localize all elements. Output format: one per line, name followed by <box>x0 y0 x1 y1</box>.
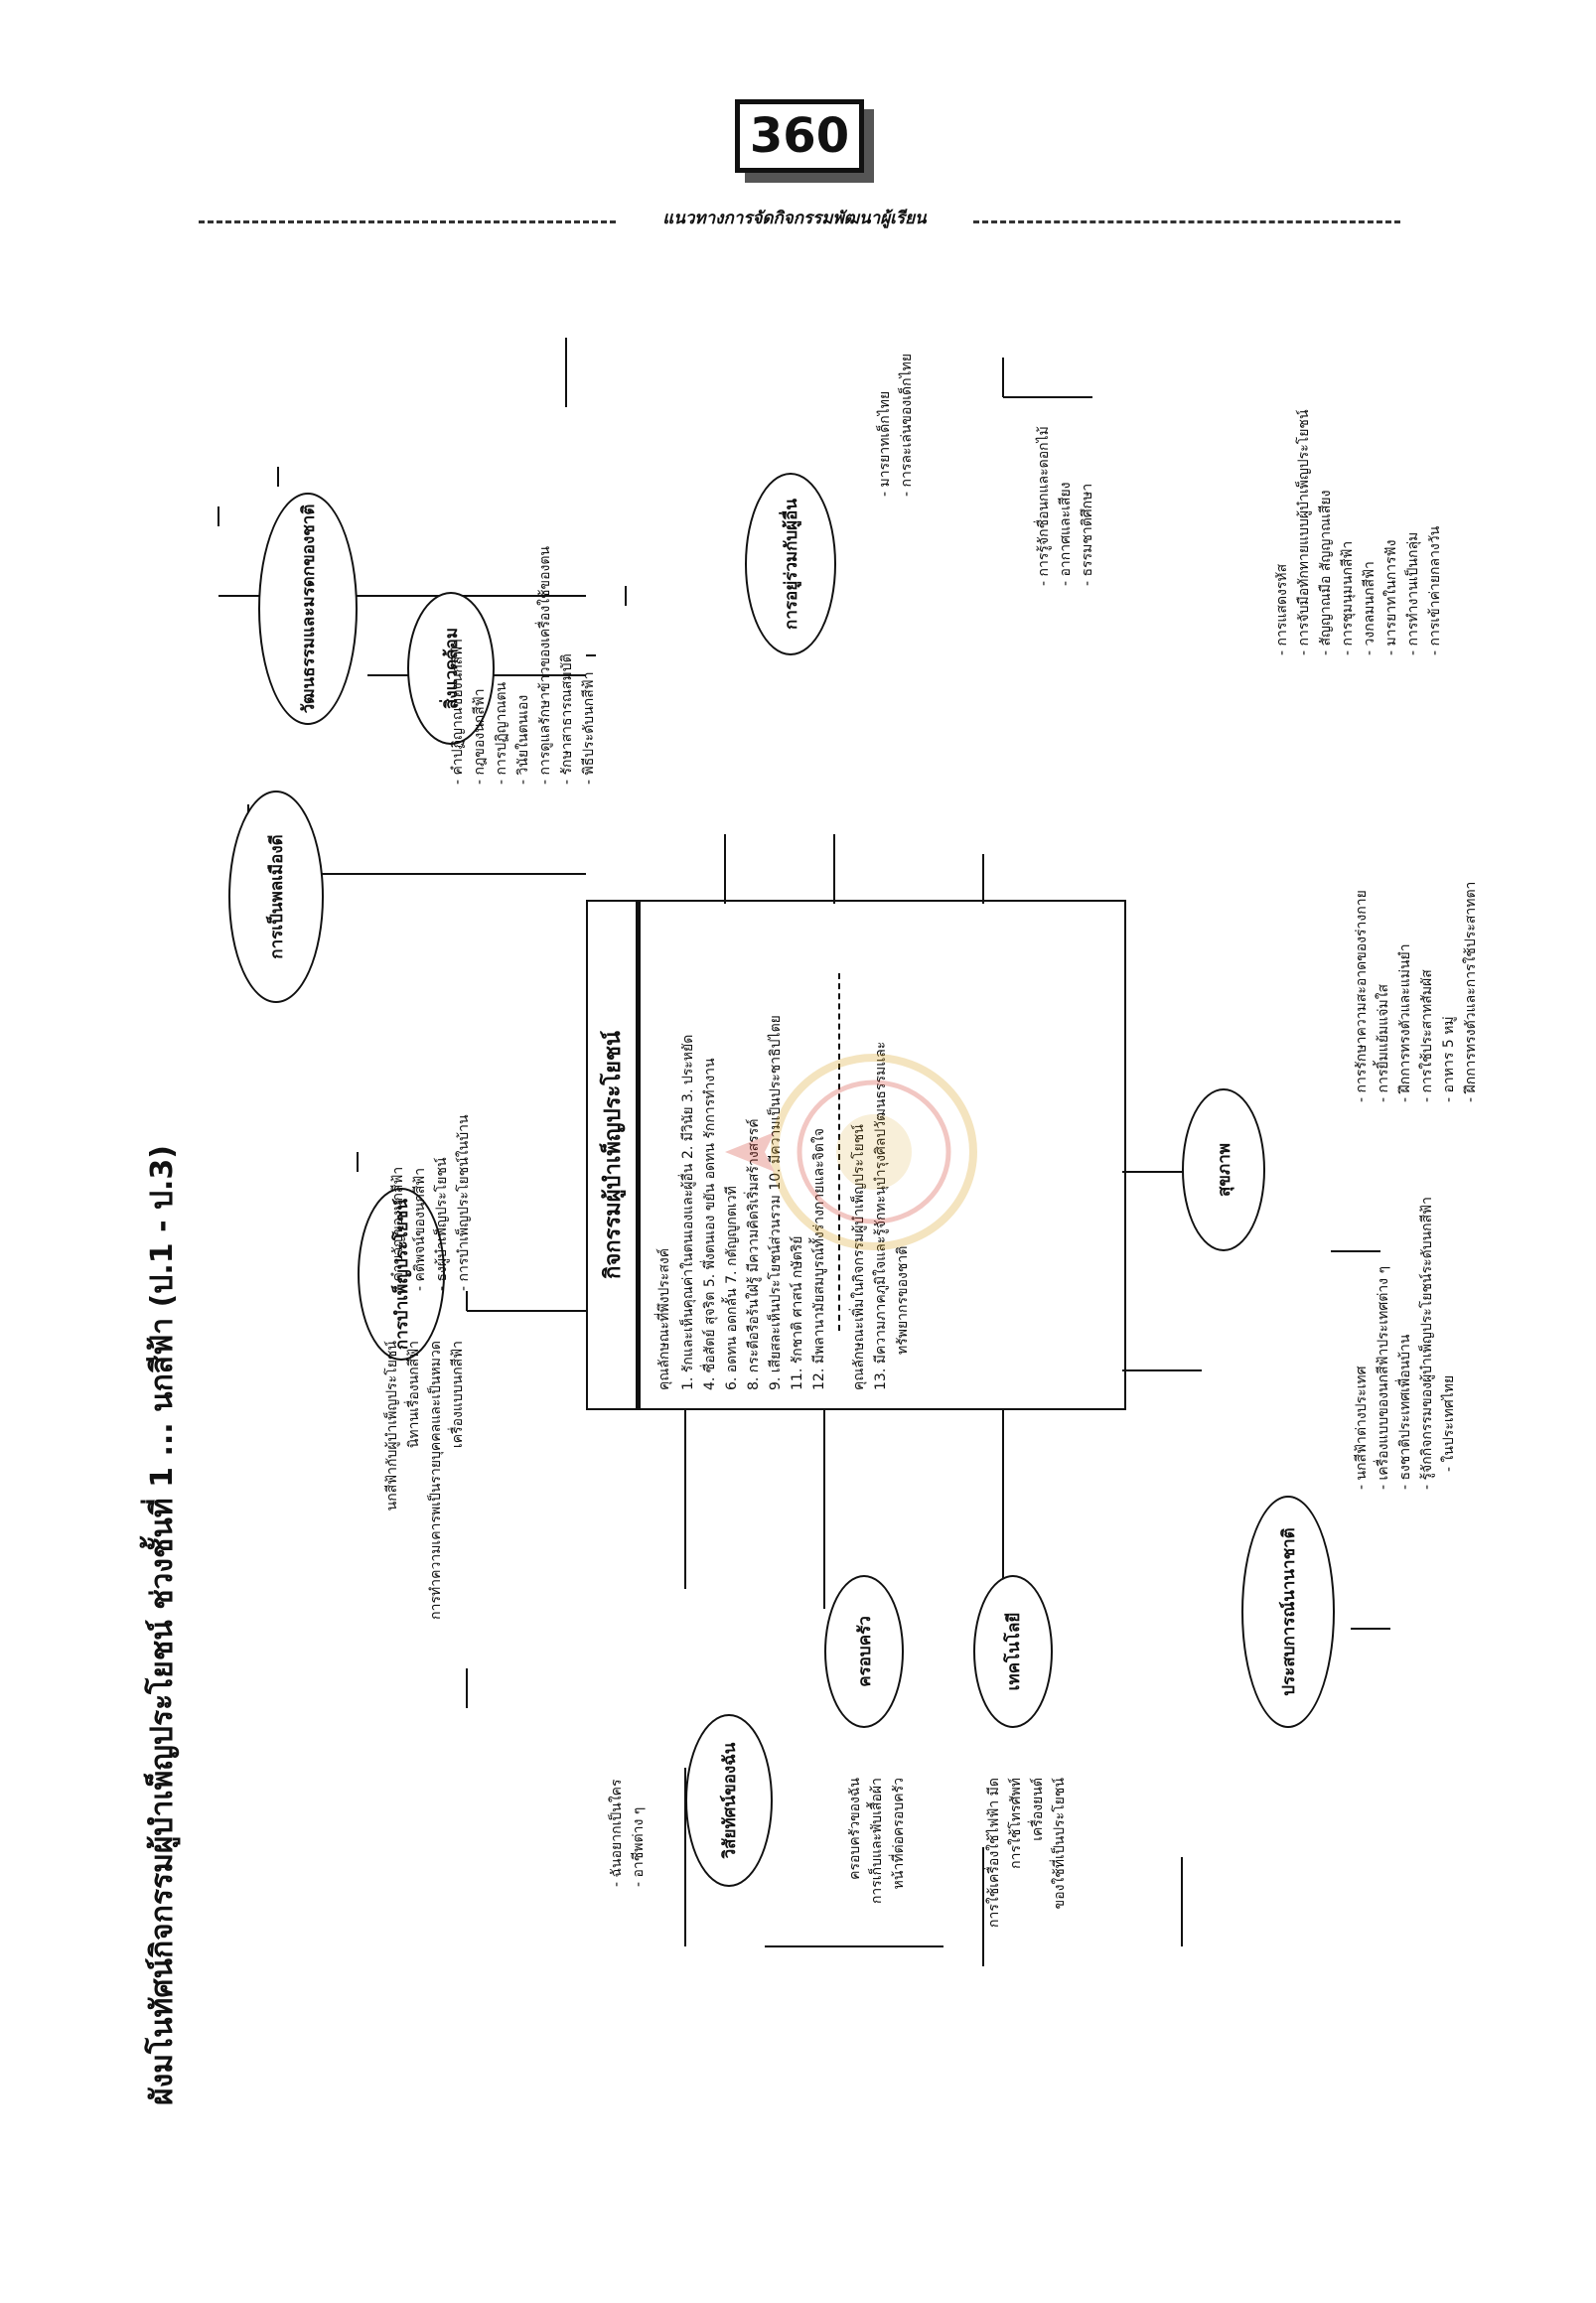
note-item: วงกลมนกสีฟ้า <box>1359 409 1380 655</box>
environment-list: การรู้จักชื่อนกและดอกไม้ อากาศและเสียง ธ… <box>1033 426 1098 586</box>
note-item: การชุมนุมนกสีฟ้า <box>1337 409 1359 655</box>
running-header: แนวทางการจัดกิจกรรมพัฒนาผู้เรียน <box>662 209 927 228</box>
note-item: คำปฏิญาณของนกสีฟ้า <box>447 546 469 785</box>
note-item: การใช้เครื่องใช้ไฟฟ้า มีด <box>986 1778 1002 1928</box>
concept-map: ผังมโนทัศน์กิจกรรมผู้บำเพ็ญประโยชน์ ช่วง… <box>129 258 1500 2145</box>
note-item: การเข้าค่ายกลางวัน <box>1424 409 1446 655</box>
note-item: รู้จักกิจกรรมของผู้บำเพ็ญประโยชน์ระดับนก… <box>1416 1197 1438 1490</box>
topic-node-own-life: วิสัยทัศน์ของฉัน <box>685 1714 773 1887</box>
note-item: ธงผู้บำเพ็ญประโยชน์ <box>431 1114 453 1291</box>
note-item: ฝึกการทรงตัวและแม่นยำ <box>1394 882 1416 1102</box>
note-item: การใช้ประสาทสัมผัส <box>1416 882 1438 1102</box>
qualities-heading: คุณลักษณะที่พึงประสงค์ <box>656 1247 672 1390</box>
note-item: ฉันอยากเป็นใคร <box>606 1779 628 1887</box>
citizen-list: คำปฏิญาณของนกสีฟ้า กฎของนกสีฟ้า การปฏิญา… <box>447 546 600 785</box>
note-item: การเก็บและพับเสื้อผ้า <box>869 1778 885 1905</box>
technology-list: การใช้เครื่องใช้ไฟฟ้า มีด การใช้โทรศัพท์… <box>983 1778 1071 2105</box>
note-item: ของใช้ที่เป็นประโยชน์ <box>1052 1778 1068 1910</box>
note-item: คติพจน์ของนกสีฟ้า <box>409 1114 431 1291</box>
header-rule-left <box>199 220 616 223</box>
school-emblem-watermark <box>725 1054 977 1250</box>
topic-node-international: ประสบการณ์นานาชาติ <box>1241 1496 1335 1728</box>
note-item: ธงชาติประเทศเพื่อนบ้าน <box>1394 1197 1416 1490</box>
note-item: การบำเพ็ญประโยชน์ในบ้าน <box>453 1114 475 1291</box>
topic-node-citizen: การเป็นพลเมืองดี <box>228 791 324 1003</box>
note-item: หน้าที่ต่อครอบครัว <box>891 1778 907 1890</box>
note-item: อาชีพต่าง ๆ <box>628 1779 650 1887</box>
note-item: อาหาร 5 หมู่ <box>1438 882 1460 1102</box>
note-item: นิทานเรื่องนกสีฟ้า <box>406 1341 422 1449</box>
note-item: มารยาทเด็กไทย <box>874 354 896 497</box>
note-item: อากาศและเสียง <box>1055 426 1077 586</box>
note-item: การปฏิญาณตน <box>491 546 512 785</box>
note-item: วินัยในตนเอง <box>512 546 534 785</box>
service-left-list: นกสีฟ้ากับผู้บำเพ็ญประโยชน์ นิทานเรื่องน… <box>381 1341 469 1668</box>
central-topic-title: กิจกรรมผู้บำเพ็ญประโยชน์ <box>588 902 641 1408</box>
note-item: การยิ้มแย้มแจ่มใส <box>1373 882 1394 1102</box>
note-item: คำขวัญของนกสีฟ้า <box>387 1114 409 1291</box>
topic-node-family: ครอบครัว <box>824 1575 904 1728</box>
note-item: สัญญาณมือ สัญญาณเสียง <box>1315 409 1337 655</box>
note-item: กฎของนกสีฟ้า <box>469 546 491 785</box>
note-item: รักษาสาธารณสมบัติ <box>556 546 578 785</box>
note-item: การใช้โทรศัพท์ <box>1008 1778 1024 1869</box>
note-item: การละเล่นของเด็กไทย <box>896 354 918 497</box>
note-item: เครื่องแบบของนกสีฟ้าประเทศต่าง ๆ <box>1373 1197 1394 1490</box>
own-life-list: ฉันอยากเป็นใคร อาชีพต่าง ๆ <box>606 1779 650 1887</box>
international-list: นกสีฟ้าต่างประเทศ เครื่องแบบของนกสีฟ้าปร… <box>1351 1197 1460 1490</box>
connector-lines <box>218 338 1390 1966</box>
page-number: 360 <box>735 99 864 173</box>
note-item: การดูแลรักษาข้าวของเครื่องใช้ของตน <box>534 546 556 785</box>
family-list: ครอบครัวของฉัน การเก็บและพับเสื้อผ้า หน้… <box>844 1778 910 2105</box>
note-item: เครื่องยนต์ <box>1030 1778 1046 1841</box>
note-item: พิธีประดับนกสีฟ้า <box>578 546 600 785</box>
service-right-list: คำขวัญของนกสีฟ้า คติพจน์ของนกสีฟ้า ธงผู้… <box>387 1114 475 1291</box>
culture-list: มารยาทเด็กไทย การละเล่นของเด็กไทย <box>874 354 918 497</box>
living-list: การแสดงรหัส การจับมือทักทายแบบผู้บำเพ็ญป… <box>1271 409 1446 655</box>
note-item: ฝึกการทรงตัวและการใช้ประสาทตา <box>1460 882 1482 1102</box>
note-item: การจับมือทักทายแบบผู้บำเพ็ญประโยชน์ <box>1293 409 1315 655</box>
note-item: การแสดงรหัส <box>1271 409 1293 655</box>
note-item: การรักษาความสะอาดของร่างกาย <box>1351 882 1373 1102</box>
topic-node-health: สุขภาพ <box>1182 1088 1265 1251</box>
quality-line: 1. รักและเห็นคุณค่าในตนเองและผู้อื่น 2. … <box>680 1034 696 1390</box>
topic-node-technology: เทคโนโลยี <box>973 1575 1053 1728</box>
note-item: เครื่องแบบนกสีฟ้า <box>450 1341 466 1449</box>
note-item: นกสีฟ้ากับผู้บำเพ็ญประโยชน์ <box>384 1341 400 1511</box>
health-list: การรักษาความสะอาดของร่างกาย การยิ้มแย้มแ… <box>1351 882 1482 1102</box>
header-rule-right <box>973 220 1400 223</box>
note-item: การทำความเคารพเป็นรายบุคคลและเป็นหมวด <box>428 1341 444 1620</box>
note-item: ครอบครัวของฉัน <box>847 1778 863 1880</box>
note-item: การรู้จักชื่อนกและดอกไม้ <box>1033 426 1055 586</box>
note-item: นกสีฟ้าต่างประเทศ <box>1351 1197 1373 1490</box>
note-item: ธรรมชาติศึกษา <box>1077 426 1098 586</box>
topic-node-culture: วัฒนธรรมและมรดกของชาติ <box>258 493 358 725</box>
note-item: การทำงานเป็นกลุ่ม <box>1402 409 1424 655</box>
topic-node-living: การอยู่ร่วมกับผู้อื่น <box>745 473 836 655</box>
note-item: มารยาทในการฟัง <box>1380 409 1402 655</box>
note-item: ในประเทศไทย <box>1438 1197 1460 1490</box>
